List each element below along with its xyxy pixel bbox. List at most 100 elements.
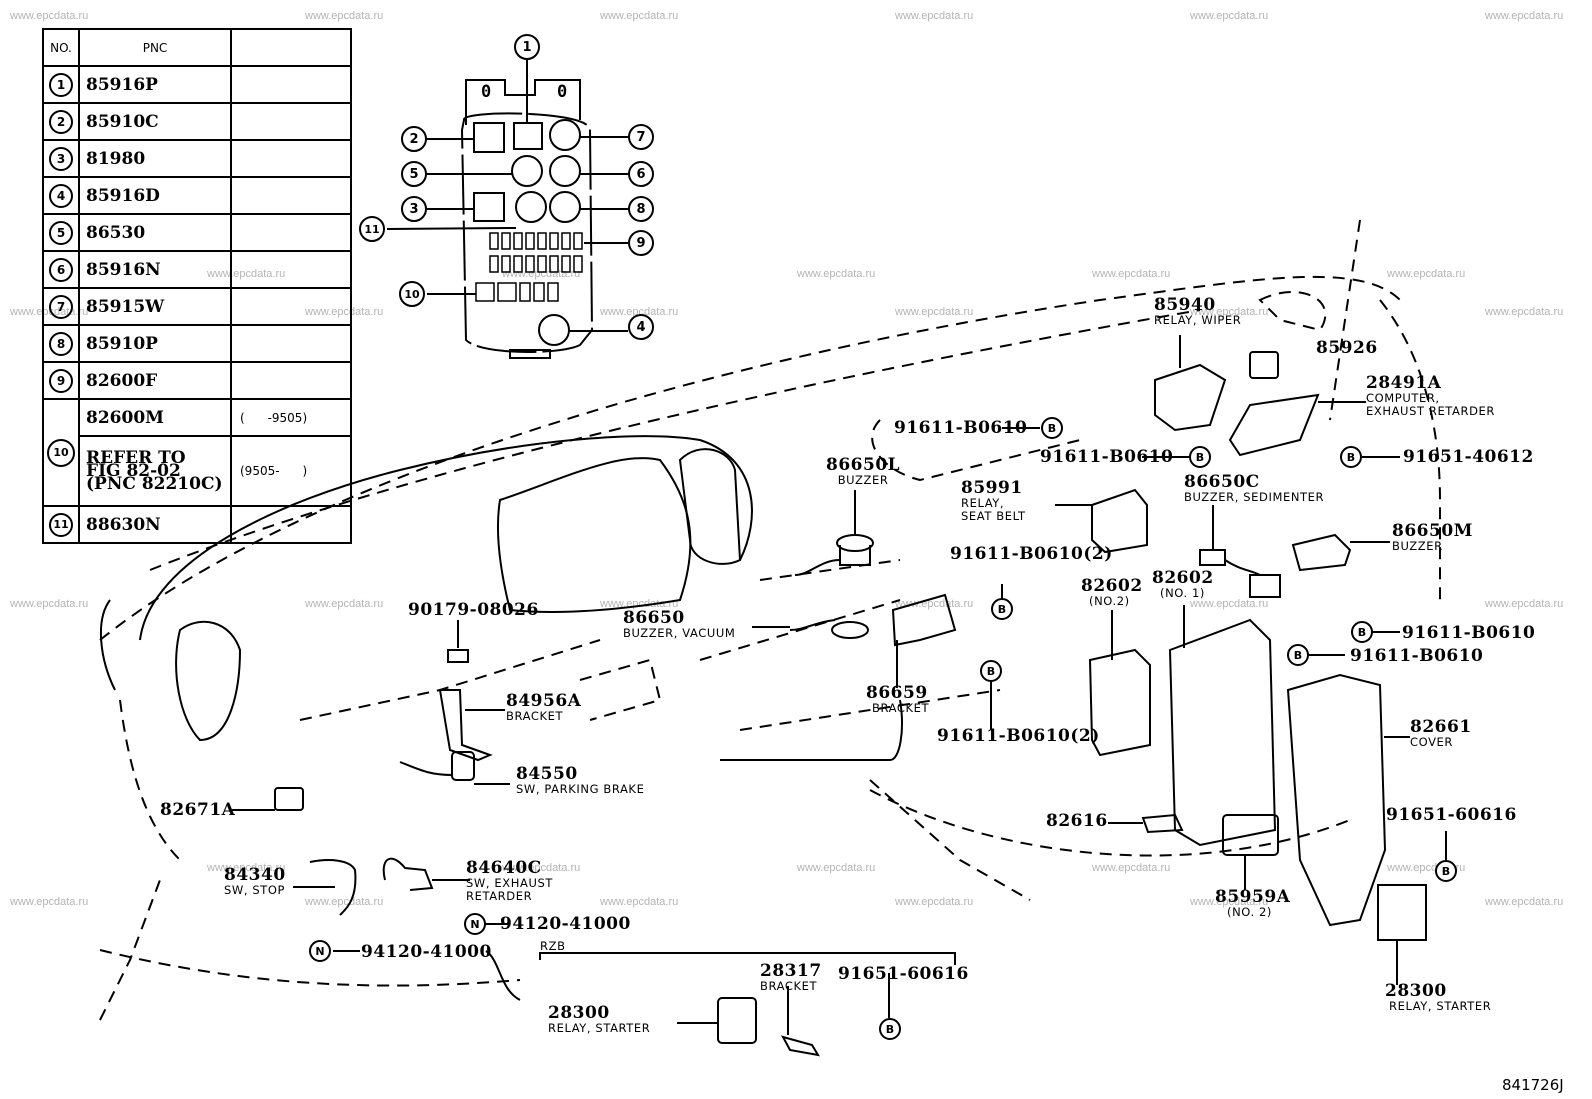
bolt-label[interactable]: 91611-B0610 (1350, 646, 1484, 666)
bolt-marker-b[interactable]: B (1287, 644, 1309, 666)
part-label-82602-no2[interactable]: 82602(NO.2) (1081, 578, 1143, 608)
table-row-alt[interactable]: REFER TO FIG 82-02 (PNC 82210C) (9505- ) (43, 435, 352, 507)
row-pnc[interactable]: 82600F (78, 361, 232, 400)
part-label-85959a[interactable]: 85959A(NO. 2) (1215, 889, 1290, 919)
row-pnc[interactable]: 85910C (78, 102, 232, 141)
part-number[interactable]: 85991 (961, 478, 1023, 498)
part-number[interactable]: 94120-41000 (361, 942, 492, 962)
callout-5[interactable]: 5 (401, 161, 427, 187)
part-number[interactable]: 86650 (623, 608, 685, 628)
part-label-91651-60616-bottom[interactable]: 91651-60616 (838, 966, 969, 983)
callout-3[interactable]: 3 (401, 196, 427, 222)
row-pnc[interactable]: 85916D (78, 176, 232, 215)
part-number[interactable]: 86659 (866, 683, 928, 703)
part-number[interactable]: 28300 (1385, 981, 1447, 1001)
bolt-marker-b[interactable]: B (879, 1018, 901, 1040)
part-label-94120-41000-b[interactable]: 94120-41000 (361, 944, 492, 961)
part-number[interactable]: 86650M (1392, 521, 1473, 541)
part-label-90179-08026[interactable]: 90179-08026 (408, 602, 539, 619)
part-number[interactable]: 85926 (1316, 338, 1378, 358)
part-number[interactable]: 28491A (1366, 373, 1442, 393)
table-row[interactable]: 10 82600M ( -9505) (42, 398, 352, 507)
bolt-label[interactable]: 91611-B0610 (894, 418, 1028, 438)
part-label-82616[interactable]: 82616 (1046, 813, 1108, 830)
part-number[interactable]: 84550 (516, 764, 578, 784)
row-pnc[interactable]: 85916P (78, 65, 232, 104)
part-number[interactable]: 91651-60616 (838, 964, 969, 984)
bolt-marker-b[interactable]: B (991, 598, 1013, 620)
nut-marker-n[interactable]: N (464, 913, 486, 935)
row-pnc[interactable]: 81980 (78, 139, 232, 178)
part-number[interactable]: 91651-60616 (1386, 805, 1517, 825)
part-number[interactable]: 28300 (548, 1003, 610, 1023)
part-label-85926[interactable]: 85926 (1316, 340, 1378, 357)
part-label-91651-60616-right[interactable]: 91651-60616 (1386, 807, 1517, 824)
callout-6[interactable]: 6 (628, 161, 654, 187)
row-pnc[interactable]: 88630N (78, 505, 232, 544)
callout-2[interactable]: 2 (401, 126, 427, 152)
callout-7[interactable]: 7 (628, 124, 654, 150)
part-number[interactable]: 85940 (1154, 295, 1216, 315)
callout-11[interactable]: 11 (359, 216, 385, 242)
row-refer[interactable]: REFER TO FIG 82-02 (PNC 82210C) (78, 435, 232, 507)
part-number[interactable]: 84956A (506, 691, 582, 711)
part-number[interactable]: 82661 (1410, 717, 1472, 737)
part-number[interactable]: 82616 (1046, 811, 1108, 831)
part-number[interactable]: 86650L (826, 455, 901, 475)
row-pnc[interactable]: 85910P (78, 324, 232, 363)
row-pnc[interactable]: 85916N (78, 250, 232, 289)
callout-10[interactable]: 10 (399, 281, 425, 307)
part-label-82602-no1[interactable]: 82602(NO. 1) (1152, 570, 1214, 600)
bolt-marker-b[interactable]: B (1340, 446, 1362, 468)
part-label-82671a[interactable]: 82671A (160, 802, 235, 819)
bolt-label[interactable]: 91651-40612 (1403, 447, 1534, 467)
callout-1[interactable]: 1 (514, 34, 540, 60)
row-pnc[interactable]: 82600M (78, 398, 232, 437)
bolt-marker-b[interactable]: B (1041, 417, 1063, 439)
part-number[interactable]: 28317 (760, 961, 822, 981)
row-pnc[interactable]: 86530 (78, 213, 232, 252)
bolt-label[interactable]: 91611-B0610(2) (950, 544, 1113, 564)
bolt-label[interactable]: 91611-B0610 (1402, 623, 1536, 643)
part-number[interactable]: 82602 (1081, 576, 1143, 596)
part-number[interactable]: 90179-08026 (408, 600, 539, 620)
part-number[interactable]: 86650C (1184, 472, 1260, 492)
part-number[interactable]: 84640C (466, 858, 542, 878)
callout-8[interactable]: 8 (628, 196, 654, 222)
callout-9[interactable]: 9 (628, 230, 654, 256)
callout-4[interactable]: 4 (628, 314, 654, 340)
row-pnc[interactable]: 85915W (78, 287, 232, 326)
bolt-marker-b[interactable]: B (1435, 860, 1457, 882)
part-number[interactable]: 82671A (160, 800, 236, 820)
part-number[interactable]: 85959A (1215, 887, 1291, 907)
part-number[interactable]: 94120-41000 (500, 914, 631, 934)
part-label-94120-41000-a[interactable]: 94120-41000 (500, 916, 631, 933)
bolt-label[interactable]: 91611-B0610(2) (937, 726, 1100, 746)
part-number[interactable]: 82602 (1152, 568, 1214, 588)
part-number[interactable]: 84340 (224, 865, 286, 885)
